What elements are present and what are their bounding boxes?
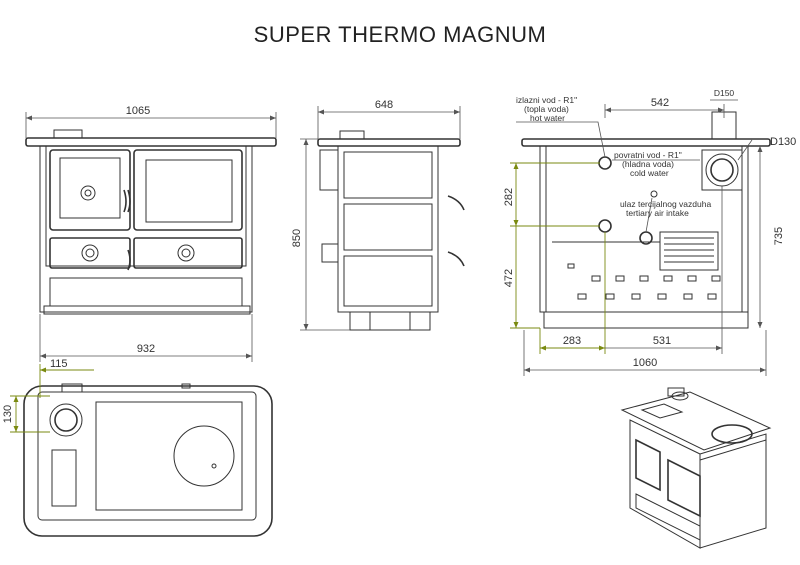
- dim-531: 531: [653, 335, 671, 347]
- dim-735: 735: [773, 227, 785, 245]
- dim-d150: D150: [714, 88, 735, 98]
- label-cold-water-3: cold water: [630, 168, 669, 178]
- dim-283: 283: [563, 335, 581, 347]
- dim-1065: 1065: [126, 105, 150, 117]
- label-hot-water-2: (topla voda): [524, 104, 569, 114]
- label-hot-water-3: hot water: [530, 113, 565, 123]
- label-cold-water-2: (hladna voda): [622, 159, 674, 169]
- rear-view: [510, 99, 771, 376]
- front-view: [25, 112, 277, 362]
- dim-648: 648: [375, 99, 393, 111]
- label-tertiary-1: ulaz tercijalnog vazduha: [620, 199, 711, 209]
- dim-130: 130: [2, 405, 14, 423]
- dim-472: 472: [503, 269, 515, 287]
- isometric-view: [620, 387, 772, 549]
- dim-542: 542: [651, 97, 669, 109]
- label-tertiary-2: tertiary air intake: [626, 208, 689, 218]
- dim-282: 282: [503, 188, 515, 206]
- side-view: [300, 106, 465, 331]
- dim-850: 850: [291, 229, 303, 247]
- dim-932: 932: [137, 343, 155, 355]
- label-hot-water-1: izlazni vod - R1": [516, 95, 577, 105]
- drawing-title: SUPER THERMO MAGNUM: [253, 22, 547, 47]
- top-view: [10, 364, 273, 537]
- dim-d130: D130: [770, 136, 796, 148]
- label-cold-water-1: povratni vod - R1": [614, 150, 682, 160]
- dim-1060: 1060: [633, 357, 657, 369]
- dim-115: 115: [50, 358, 68, 370]
